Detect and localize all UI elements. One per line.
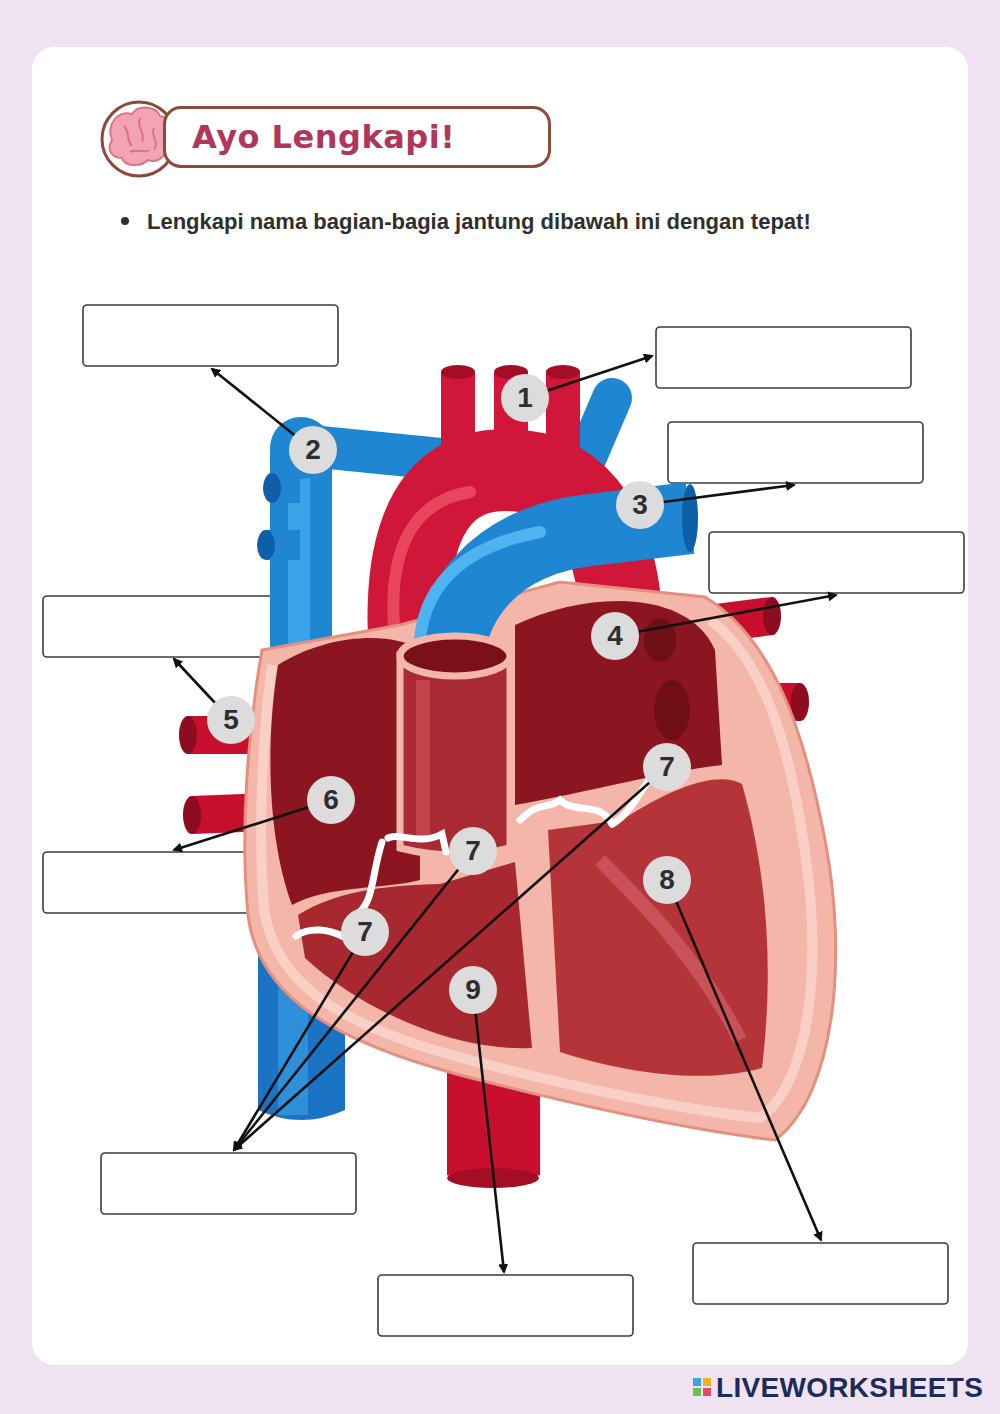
left-atrium (515, 601, 722, 805)
callout-number: 6 (323, 786, 339, 814)
callout-number: 7 (659, 753, 675, 781)
callout-number: 3 (632, 491, 648, 519)
callout-circle: 7 (449, 827, 497, 875)
answer-boxes (43, 305, 964, 1336)
callout-number: 7 (465, 837, 481, 865)
title-banner: Ayo Lengkapi! (163, 106, 551, 168)
right-ventricle (298, 862, 532, 1048)
watermark-text: LIVEWORKSHEETS (716, 1372, 983, 1404)
heart-wall (245, 582, 836, 1140)
callout-circle: 9 (449, 966, 497, 1014)
leader-arrows (174, 356, 836, 1272)
callout-number: 2 (305, 436, 321, 464)
callout-number: 4 (607, 622, 623, 650)
aorta-cut (400, 655, 510, 855)
white-card (32, 47, 968, 1365)
callout-circle: 7 (643, 743, 691, 791)
callout-circle: 6 (307, 776, 355, 824)
callout-circle: 8 (643, 856, 691, 904)
left-ventricle (548, 779, 768, 1076)
callout-number: 5 (223, 706, 239, 734)
heart-valves (296, 772, 655, 936)
bullet-dot (121, 217, 129, 225)
callout-circle: 2 (289, 426, 337, 474)
callout-circle: 4 (591, 612, 639, 660)
callout-circle: 3 (616, 481, 664, 529)
watermark-icon (693, 1378, 711, 1396)
instruction-text: Lengkapi nama bagian-bagia jantung dibaw… (147, 204, 887, 240)
callout-circle: 5 (207, 696, 255, 744)
callout-number: 1 (517, 384, 533, 412)
callout-number: 8 (659, 866, 675, 894)
callout-circle: 7 (341, 908, 389, 956)
callout-number: 9 (465, 976, 481, 1004)
callout-circle: 1 (501, 374, 549, 422)
callout-number: 7 (357, 918, 373, 946)
heart-drawing (179, 365, 836, 1188)
title-text: Ayo Lengkapi! (192, 118, 455, 156)
